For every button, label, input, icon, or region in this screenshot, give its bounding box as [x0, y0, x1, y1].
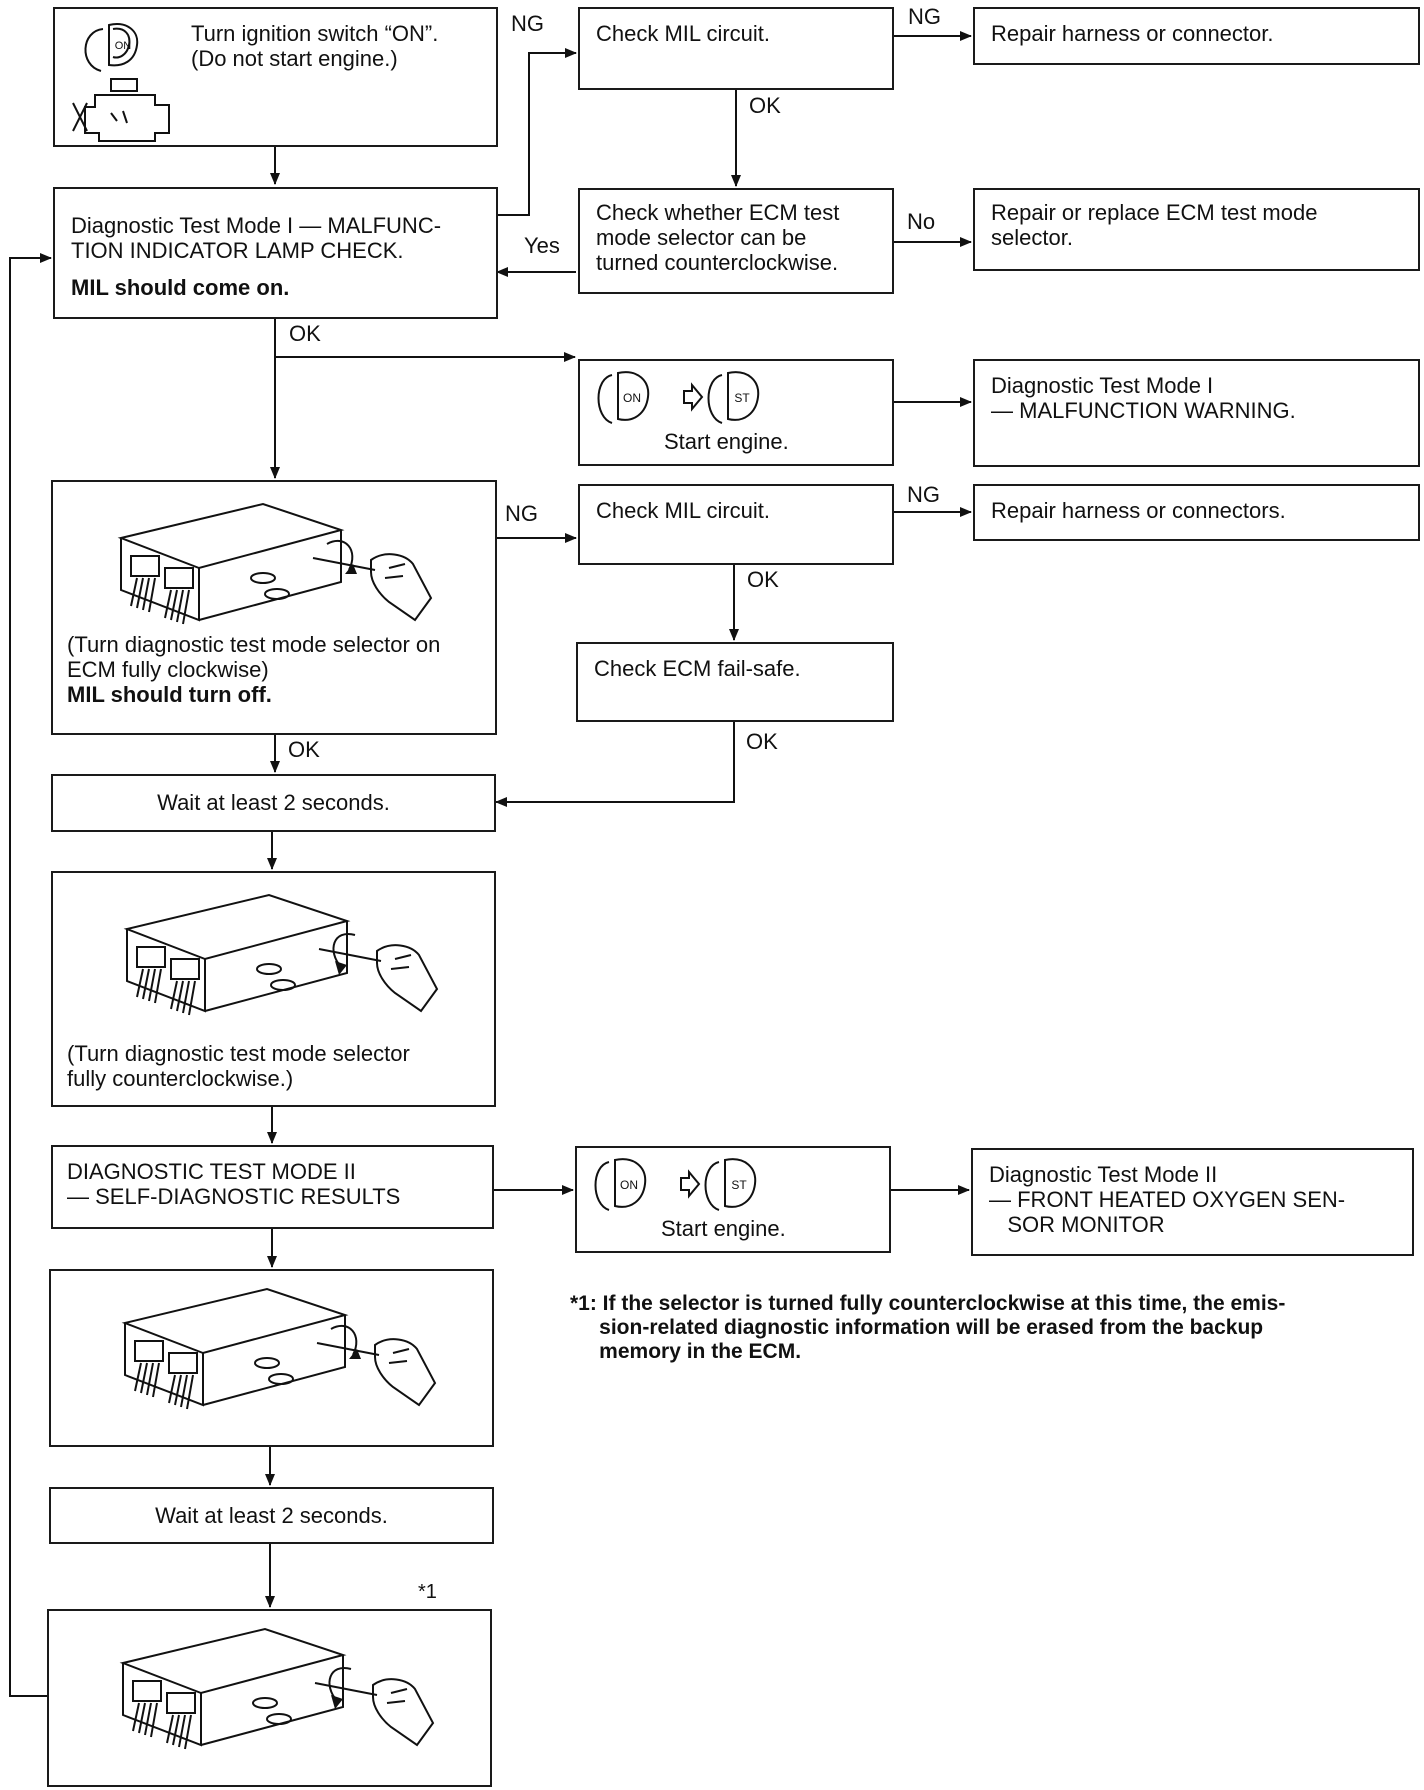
footnote-text: *1: If the selector is turned fully coun…	[570, 1292, 1286, 1363]
check-ecm-fail-safe-text: Check ECM fail-safe.	[594, 656, 801, 681]
key-on-to-start-icon-2: ON ST	[594, 1158, 757, 1211]
ok-label-4: OK	[288, 737, 320, 762]
repair-selector-step: Repair or replace ECM test mode selector…	[973, 188, 1420, 271]
malfunction-warning-text: Diagnostic Test Mode I — MALFUNCTION WAR…	[991, 373, 1296, 423]
ecm-selector-counterclockwise-illustration-2	[119, 1627, 435, 1750]
turn-selector-clockwise-step: (Turn diagnostic test mode selector on E…	[51, 480, 497, 735]
repair-harness-connectors-text: Repair harness or connectors.	[991, 498, 1286, 523]
front-oxygen-sensor-monitor-step: Diagnostic Test Mode II — FRONT HEATED O…	[971, 1148, 1414, 1256]
key-st-label-1: ST	[734, 391, 750, 405]
mil-lamp-check-step: Diagnostic Test Mode I — MALFUNC- TION I…	[53, 187, 498, 319]
malfunction-warning-step: Diagnostic Test Mode I — MALFUNCTION WAR…	[973, 359, 1420, 467]
start-engine-step-2: ON ST Start engine.	[575, 1146, 891, 1253]
repair-harness-connectors-step: Repair harness or connectors.	[973, 484, 1420, 541]
repair-harness-step: Repair harness or connector.	[973, 7, 1420, 65]
check-mil-circuit-text: Check MIL circuit.	[596, 21, 771, 46]
check-mil-circuit-step: Check MIL circuit.	[578, 7, 894, 90]
ok-label-5: OK	[746, 729, 778, 754]
ignition-key-engine-icon: ON	[72, 23, 170, 142]
ng-label-1: NG	[511, 11, 544, 36]
wait-2-seconds-step-1: Wait at least 2 seconds.	[51, 774, 496, 832]
wait-2-seconds-text-1: Wait at least 2 seconds.	[157, 790, 390, 815]
wait-2-seconds-step-2: Wait at least 2 seconds.	[49, 1487, 494, 1544]
key-on-label: ON	[115, 40, 132, 52]
ok-label-3: OK	[747, 567, 779, 592]
ok-label-1: OK	[749, 93, 781, 118]
check-mil-circuit-step-2: Check MIL circuit.	[578, 484, 894, 565]
ignition-on-text: Turn ignition switch “ON”. (Do not start…	[191, 21, 439, 71]
turn-selector-counterclockwise-step: (Turn diagnostic test mode selector full…	[51, 871, 496, 1107]
ng-label-4: NG	[907, 482, 940, 507]
ng-label-2: NG	[908, 4, 941, 29]
ecm-selector-clockwise-illustration-2	[121, 1287, 437, 1410]
ok-label-2: OK	[289, 321, 321, 346]
turn-selector-counterclockwise-text: (Turn diagnostic test mode selector full…	[67, 1041, 410, 1091]
mode-ii-self-diagnostic-text: DIAGNOSTIC TEST MODE II — SELF-DIAGNOSTI…	[67, 1159, 401, 1209]
key-on-label-2: ON	[620, 1178, 638, 1192]
ignition-on-step: ON Turn ignition switch “ON”. (Do not st…	[53, 7, 498, 147]
key-st-label-2: ST	[731, 1178, 747, 1192]
start-engine-step-1: ON ST Start engine.	[578, 359, 894, 466]
front-oxygen-sensor-monitor-text: Diagnostic Test Mode II — FRONT HEATED O…	[989, 1162, 1346, 1237]
start-engine-text-1: Start engine.	[664, 429, 789, 454]
check-mil-circuit-text-2: Check MIL circuit.	[596, 498, 771, 523]
turn-selector-clockwise-text: (Turn diagnostic test mode selector on E…	[67, 632, 441, 682]
check-ecm-selector-step: Check whether ECM test mode selector can…	[578, 188, 894, 294]
turn-selector-clockwise-step-2	[49, 1269, 494, 1447]
mil-lamp-check-text: Diagnostic Test Mode I — MALFUNC- TION I…	[71, 213, 442, 263]
ecm-selector-clockwise-illustration	[117, 502, 433, 625]
start-engine-text-2: Start engine.	[661, 1216, 786, 1241]
check-ecm-fail-safe-step: Check ECM fail-safe.	[576, 642, 894, 722]
mode-ii-self-diagnostic-step: DIAGNOSTIC TEST MODE II — SELF-DIAGNOSTI…	[51, 1145, 494, 1229]
repair-harness-text: Repair harness or connector.	[991, 21, 1274, 46]
turn-selector-counterclockwise-step-2	[47, 1609, 492, 1787]
key-on-to-start-icon: ON ST	[597, 371, 760, 424]
wait-2-seconds-text-2: Wait at least 2 seconds.	[155, 1503, 388, 1528]
key-on-label-1: ON	[623, 391, 641, 405]
ecm-selector-counterclockwise-illustration	[123, 893, 439, 1016]
footnote-marker: *1	[418, 1581, 437, 1603]
mil-lamp-check-expectation: MIL should come on.	[71, 275, 290, 300]
repair-selector-text: Repair or replace ECM test mode selector…	[991, 200, 1318, 250]
mil-should-turn-off: MIL should turn off.	[67, 682, 272, 707]
check-ecm-selector-text: Check whether ECM test mode selector can…	[596, 200, 840, 275]
ng-label-3: NG	[505, 501, 538, 526]
no-label: No	[907, 209, 936, 234]
yes-label: Yes	[524, 233, 560, 258]
